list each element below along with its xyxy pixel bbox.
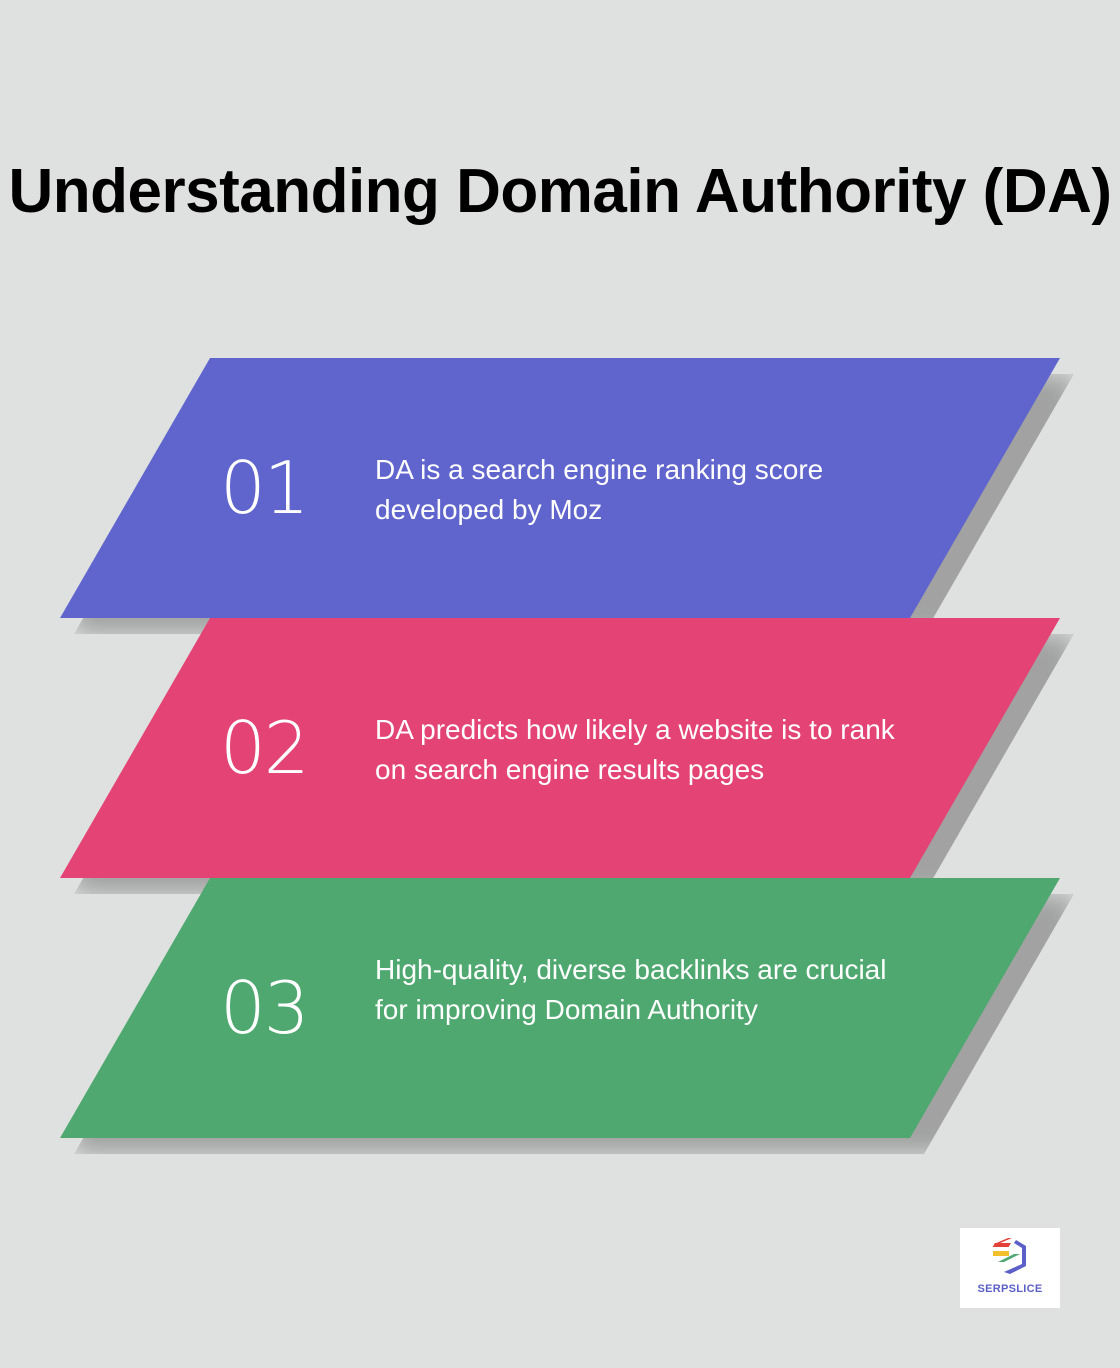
logo-label: SERPSLICE	[977, 1283, 1043, 1295]
item-text: DA is a search engine ranking score deve…	[375, 454, 824, 525]
item-number: 02	[220, 706, 310, 790]
item-card-2: 02 DA predicts how likely a website is t…	[60, 618, 1074, 894]
serpslice-hexagon-logo-icon	[992, 1238, 1026, 1274]
card-shape	[60, 878, 1060, 1138]
item-text: High-quality, diverse backlinks are cruc…	[375, 954, 887, 1025]
card-shape	[60, 618, 1060, 878]
serpslice-logo: SERPSLICE	[960, 1228, 1060, 1308]
item-number: 03	[220, 966, 310, 1050]
page-title: Understanding Domain Authority (DA)	[8, 156, 1112, 226]
item-number: 01	[220, 446, 310, 530]
item-card-1: 01 DA is a search engine ranking score d…	[60, 358, 1074, 634]
item-text: DA predicts how likely a website is to r…	[375, 714, 895, 785]
item-card-3: 03 High-quality, diverse backlinks are c…	[60, 878, 1074, 1154]
card-shape	[60, 358, 1060, 618]
